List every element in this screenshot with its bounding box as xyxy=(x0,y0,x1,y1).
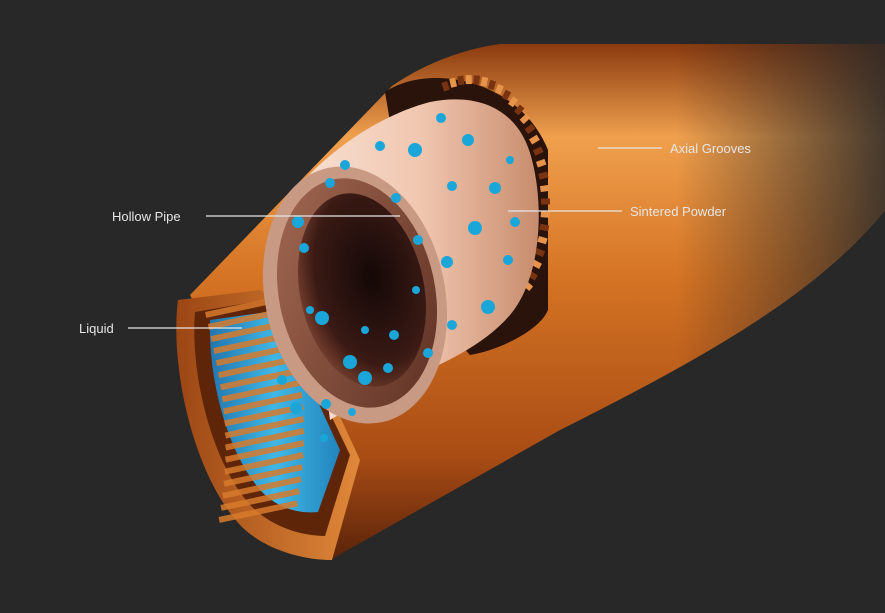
upper-axial-grooves xyxy=(441,74,551,292)
particle-dot xyxy=(320,434,328,442)
particle-dot xyxy=(389,330,399,340)
axial-grooves-label: Axial Grooves xyxy=(670,141,751,156)
lower-axial-grooves xyxy=(205,295,305,523)
particle-dot xyxy=(510,217,520,227)
particle-dot xyxy=(299,243,309,253)
groove-tooth xyxy=(539,184,550,193)
groove-tooth xyxy=(538,171,549,180)
particle-dot xyxy=(423,348,433,358)
particle-dot xyxy=(292,216,304,228)
particle-dot xyxy=(489,182,501,194)
groove-bar xyxy=(219,367,300,391)
particle-dot xyxy=(315,311,329,325)
particle-dot xyxy=(503,255,513,265)
particle-dot xyxy=(348,408,356,416)
particle-dot xyxy=(506,156,514,164)
groove-tooth xyxy=(473,75,480,85)
particle-dot xyxy=(468,221,482,235)
particle-dot xyxy=(306,306,314,314)
groove-tooth xyxy=(539,223,550,232)
hollow-pipe-label: Hollow Pipe xyxy=(112,209,181,224)
groove-bar xyxy=(217,355,298,379)
particle-dot xyxy=(413,235,423,245)
particle-dot xyxy=(343,355,357,369)
particle-dot xyxy=(340,160,350,170)
particle-dot xyxy=(361,326,369,334)
sintered-particles xyxy=(277,113,520,442)
groove-bar xyxy=(220,488,300,511)
particle-dot xyxy=(391,193,401,203)
particle-dot xyxy=(325,178,335,188)
groove-tooth xyxy=(540,211,550,218)
groove-tooth xyxy=(494,84,504,95)
particle-dot xyxy=(462,134,474,146)
particle-dot xyxy=(375,141,385,151)
particle-dot xyxy=(436,113,446,123)
groove-bar xyxy=(224,440,305,463)
groove-bar xyxy=(224,452,304,475)
particle-dot xyxy=(447,181,457,191)
particle-dot xyxy=(441,256,453,268)
particle-dot xyxy=(277,375,287,385)
groove-tooth xyxy=(524,123,536,134)
groove-tooth xyxy=(501,89,512,101)
groove-bar xyxy=(205,295,285,318)
groove-bar xyxy=(224,415,305,439)
groove-bar xyxy=(221,379,302,403)
groove-bar xyxy=(223,464,303,487)
particle-dot xyxy=(408,143,422,157)
groove-bar xyxy=(224,403,304,427)
groove-tooth xyxy=(519,113,531,125)
particle-dot xyxy=(481,300,495,314)
groove-tooth xyxy=(508,96,519,108)
groove-tooth xyxy=(534,248,546,257)
particle-dot xyxy=(447,320,457,330)
groove-bar xyxy=(224,428,305,451)
groove-tooth xyxy=(535,158,547,168)
groove-bar xyxy=(213,331,293,355)
groove-tooth xyxy=(480,76,489,87)
particle-dot xyxy=(358,371,372,385)
groove-tooth xyxy=(449,77,458,88)
groove-bar xyxy=(215,343,296,367)
groove-bar xyxy=(223,391,303,415)
groove-tooth xyxy=(537,236,548,245)
liquid-label: Liquid xyxy=(79,321,114,336)
groove-tooth xyxy=(441,81,450,92)
groove-tooth xyxy=(540,198,551,205)
groove-tooth xyxy=(465,74,472,85)
groove-bar xyxy=(222,476,302,499)
groove-tooth xyxy=(487,79,497,91)
particle-dot xyxy=(412,286,420,294)
particle-dot xyxy=(321,399,331,409)
particle-dot xyxy=(383,363,393,373)
groove-tooth xyxy=(529,134,540,145)
groove-tooth xyxy=(457,75,465,86)
sintered-powder-label: Sintered Powder xyxy=(630,204,727,219)
groove-bar xyxy=(218,500,299,523)
groove-tooth xyxy=(514,104,525,116)
particle-dot xyxy=(290,402,302,414)
groove-tooth xyxy=(532,146,544,156)
